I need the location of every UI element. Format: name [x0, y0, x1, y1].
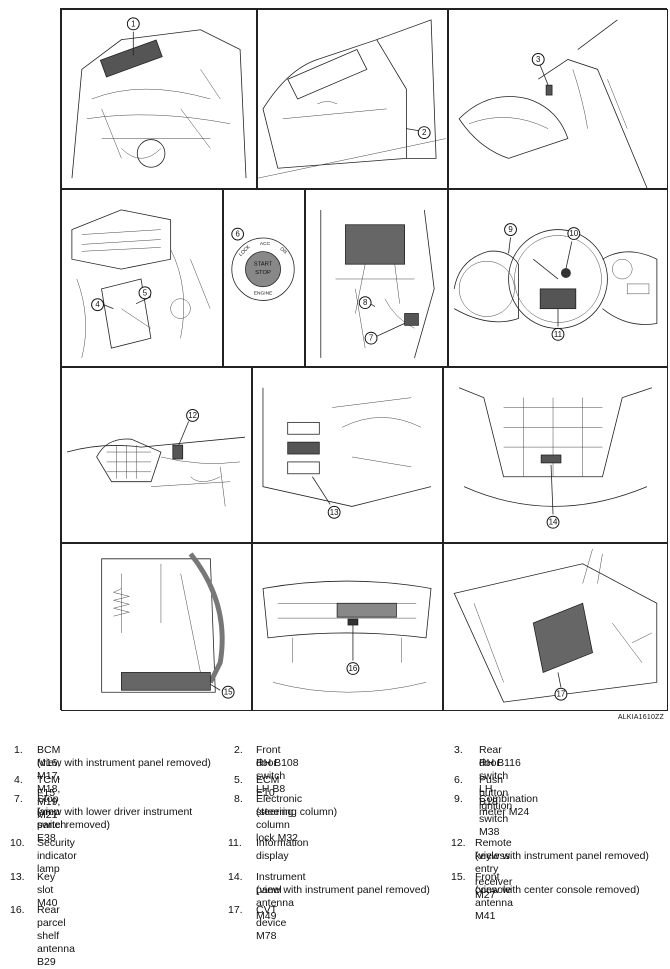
- callout-15: 15: [224, 688, 233, 697]
- panel-cvt-device: 17: [443, 543, 668, 711]
- ignition-on-label: ON: [278, 246, 288, 256]
- component-location-figure: 1 2 3 4 5: [60, 8, 668, 711]
- panel-ip-antenna: 14: [443, 367, 668, 543]
- callout-3: 3: [536, 55, 541, 64]
- panel-front-console-antenna: 15: [61, 543, 252, 711]
- panel-key-slot: 13: [252, 367, 443, 543]
- figure-code: ALKIA1610ZZ: [617, 714, 664, 721]
- callout-9: 9: [508, 225, 513, 234]
- callout-12: 12: [188, 411, 197, 420]
- ignition-engine-label: ENGINE: [254, 291, 273, 297]
- panel-rear-door-switch: 3: [448, 9, 668, 189]
- panel-front-door-switch: 2: [257, 9, 448, 189]
- callout-8: 8: [363, 298, 368, 307]
- panel-rear-parcel-antenna: 16: [252, 543, 443, 711]
- callout-4: 4: [95, 300, 100, 309]
- ignition-start-label: START: [254, 261, 273, 267]
- callout-13: 13: [330, 508, 339, 517]
- panel-bcm: 1: [61, 9, 257, 189]
- callout-5: 5: [143, 288, 148, 297]
- callout-17: 17: [557, 690, 566, 699]
- callout-6: 6: [235, 230, 239, 239]
- ignition-acc-label: ACC: [260, 241, 271, 247]
- panel-stop-lamp-steering-lock: 8 7: [305, 189, 448, 367]
- ignition-lock-label: LOCK: [238, 244, 252, 258]
- callout-11: 11: [554, 330, 563, 339]
- callout-14: 14: [549, 518, 558, 527]
- panel-tcm-ecm: 4 5: [61, 189, 223, 367]
- callout-10: 10: [569, 229, 578, 238]
- callout-1: 1: [131, 19, 136, 28]
- callout-16: 16: [349, 664, 358, 673]
- ignition-stop-label: STOP: [255, 270, 271, 276]
- panel-keyless-receiver: 12: [61, 367, 252, 543]
- callout-2: 2: [422, 128, 426, 137]
- callout-7: 7: [369, 334, 373, 343]
- panel-combination-meter: 9 10 11: [448, 189, 668, 367]
- panel-ignition-switch: START STOP LOCK ACC ON ENGINE 6: [223, 189, 305, 367]
